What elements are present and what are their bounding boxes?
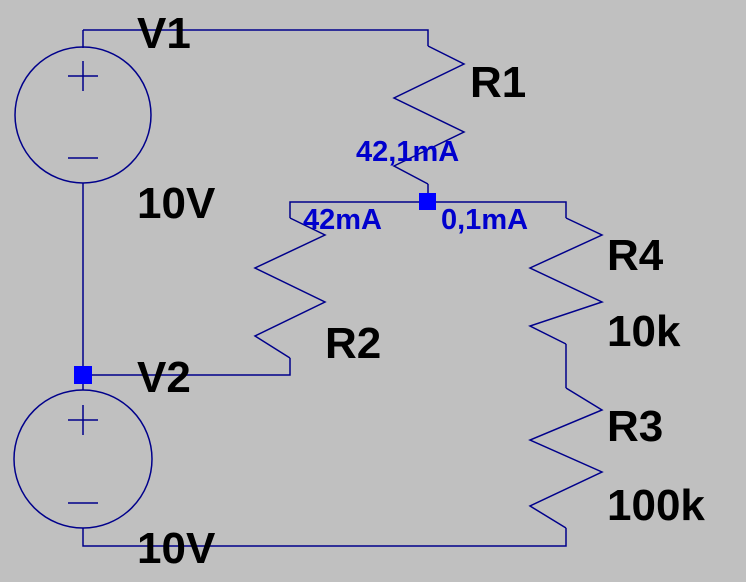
- label-r3-value: 100k: [607, 481, 705, 530]
- current-r2: 42mA: [303, 204, 382, 236]
- label-r4: R4: [607, 231, 664, 280]
- current-r1: 42,1mA: [356, 136, 459, 168]
- voltage-source-v2[interactable]: [13, 389, 153, 529]
- label-r2: R2: [325, 319, 381, 368]
- current-r4: 0,1mA: [441, 204, 528, 236]
- resistor-r3[interactable]: [528, 387, 604, 529]
- voltage-source-v1[interactable]: [14, 46, 152, 184]
- label-r4-value: 10k: [607, 307, 681, 356]
- wire-top[interactable]: [83, 29, 429, 46]
- resistor-r1[interactable]: [392, 45, 466, 185]
- wire-bottom[interactable]: [82, 528, 567, 547]
- wire-v2-r2[interactable]: [83, 358, 291, 376]
- label-v2-value: 10V: [137, 524, 216, 573]
- junction-node-top[interactable]: [419, 193, 436, 210]
- resistor-r4[interactable]: [528, 217, 605, 345]
- label-r3: R3: [607, 402, 663, 451]
- label-v1-value: 10V: [137, 179, 216, 228]
- resistor-r2[interactable]: [253, 217, 327, 359]
- label-v2: V2: [137, 353, 191, 402]
- junction-node-left[interactable]: [74, 366, 92, 384]
- label-v1: V1: [137, 9, 191, 58]
- wires: [82, 29, 567, 547]
- label-r1: R1: [470, 58, 526, 107]
